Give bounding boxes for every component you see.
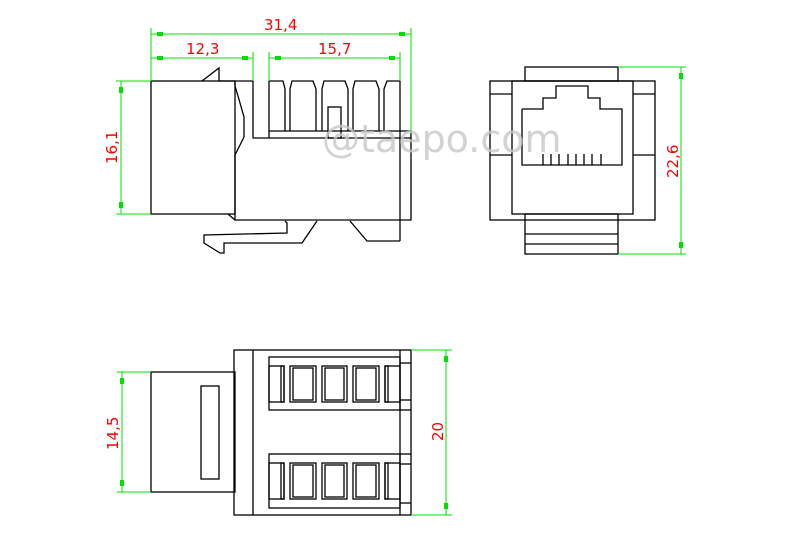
dim-12-3: 12,3: [186, 40, 219, 58]
dimension-overall-length: 31,4: [150, 16, 412, 131]
windows-bottom: [268, 462, 401, 500]
dimension-front-height: 22,6: [618, 66, 686, 255]
side-view: [150, 66, 412, 254]
dim-16-1: 16,1: [103, 131, 121, 164]
rj45-port: [521, 85, 623, 166]
dim-22-6: 22,6: [664, 145, 682, 178]
dim-15-7: 15,7: [318, 40, 351, 58]
dimension-top-body-width: 20: [411, 349, 452, 516]
front-view: [489, 66, 656, 255]
dimension-side-height: 16,1: [103, 80, 151, 215]
side-fins: [269, 80, 400, 139]
dimension-rear-length: 15,7: [268, 40, 401, 81]
rj45-pins: [542, 154, 602, 165]
latch: [203, 220, 318, 254]
side-front-block: [150, 80, 236, 215]
top-view: [150, 349, 412, 516]
dim-31-4: 31,4: [264, 16, 297, 34]
dim-20: 20: [429, 422, 447, 441]
windows-top: [268, 365, 401, 403]
dimension-front-length: 12,3: [151, 40, 254, 81]
watermark: @taepo.com: [322, 117, 562, 161]
dimension-top-front-width: 14,5: [104, 371, 151, 493]
slot: [200, 385, 220, 480]
dim-14-5: 14,5: [104, 417, 122, 450]
foot: [349, 220, 400, 242]
